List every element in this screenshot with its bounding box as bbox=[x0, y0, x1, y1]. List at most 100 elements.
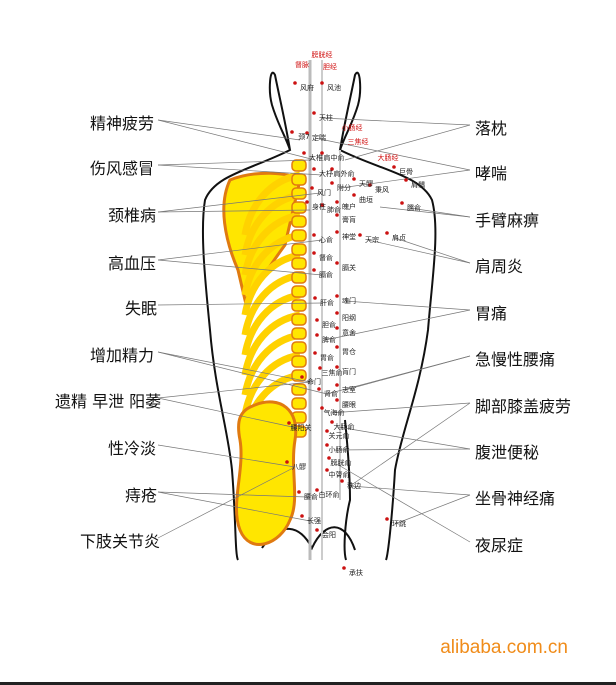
acupoint-label: 肾俞 bbox=[324, 390, 338, 398]
acupoint-label: 肝俞 bbox=[320, 299, 334, 307]
acupoint-label: 胆俞 bbox=[322, 321, 336, 329]
leader-line bbox=[334, 448, 471, 451]
acupoint-dot bbox=[315, 488, 319, 492]
vertebra bbox=[291, 285, 307, 298]
left-condition-label: 痔疮 bbox=[125, 486, 158, 505]
acupoint-dot bbox=[335, 261, 339, 265]
right-condition-label: 手臂麻痹 bbox=[475, 211, 540, 230]
acupoint-dot bbox=[305, 200, 309, 204]
acupoint-label: 小肠俞 bbox=[328, 446, 350, 454]
leader-line bbox=[157, 444, 296, 468]
acupoint-label: 魄户 bbox=[342, 203, 356, 211]
acupoint-label: 天髎 bbox=[359, 180, 373, 188]
acupoint-dot bbox=[404, 178, 408, 182]
acupoint-dot bbox=[315, 318, 319, 322]
acupoint-label: 督俞 bbox=[319, 254, 333, 262]
acupoint-dot bbox=[297, 490, 301, 494]
leader-line bbox=[157, 159, 311, 166]
frame-border bbox=[0, 682, 616, 685]
leader-line bbox=[394, 494, 471, 525]
acupoint-label: 大肠俞 bbox=[333, 423, 355, 431]
acupoint-dot bbox=[330, 420, 334, 424]
acupoint-dot bbox=[320, 406, 324, 410]
acupoint-dot bbox=[385, 517, 389, 521]
right-condition-label: 胃痛 bbox=[475, 304, 508, 323]
leader-line bbox=[157, 119, 316, 161]
leader-line bbox=[334, 462, 471, 543]
leader-line bbox=[321, 117, 471, 126]
rib bbox=[241, 311, 301, 376]
acupoint-dot bbox=[312, 111, 316, 115]
acupoint-dot bbox=[293, 81, 297, 85]
right-condition-label: 哮喘 bbox=[475, 164, 508, 183]
right-condition-label: 急慢性腰痛 bbox=[475, 350, 556, 369]
acupoint-dot bbox=[335, 294, 339, 298]
right-condition-label: 腹泄便秘 bbox=[475, 443, 540, 462]
acupoint-label: 腰阳关 bbox=[290, 424, 312, 432]
vertebra bbox=[291, 299, 307, 312]
leader-line bbox=[157, 192, 321, 213]
acupoint-dot bbox=[335, 345, 339, 349]
leader-line bbox=[157, 466, 296, 539]
rib bbox=[241, 251, 301, 316]
acupoint-dot bbox=[342, 566, 346, 570]
rib bbox=[241, 171, 301, 236]
acupoint-dot bbox=[385, 231, 389, 235]
acupoint-dot bbox=[335, 365, 339, 369]
acupoint-label: 定喘 bbox=[312, 134, 326, 142]
acupoint-dot bbox=[290, 130, 294, 134]
acupoint-dot bbox=[335, 213, 339, 217]
leader-line bbox=[157, 491, 308, 498]
vertebra bbox=[291, 271, 307, 284]
acupoint-label: 天宗 bbox=[365, 236, 379, 244]
acupoint-label: 天柱 bbox=[319, 114, 333, 122]
left-condition-label: 遗精 早泄 阳萎 bbox=[55, 392, 162, 411]
acupoint-dot bbox=[340, 479, 344, 483]
acupoint-dot bbox=[310, 186, 314, 190]
leader-line bbox=[344, 124, 471, 161]
acupoint-label: 命门 bbox=[307, 378, 321, 386]
acupoint-dot bbox=[315, 528, 319, 532]
leader-line bbox=[349, 485, 471, 496]
vertebra bbox=[291, 243, 307, 256]
acupoint-dot bbox=[330, 167, 334, 171]
left-condition-label: 高血压 bbox=[108, 254, 157, 273]
leader-line bbox=[329, 402, 471, 414]
acupoint-label: 风门 bbox=[317, 189, 331, 197]
leader-line bbox=[367, 239, 471, 264]
leader-line bbox=[344, 300, 471, 311]
acupoint-label: 膈俞 bbox=[319, 271, 333, 279]
rib bbox=[241, 211, 301, 276]
leader-line bbox=[314, 137, 471, 171]
vertebra bbox=[291, 215, 307, 228]
acupoint-label: 长强 bbox=[307, 517, 321, 525]
acupoint-dot bbox=[305, 131, 309, 135]
acupoint-label: 肩髃 bbox=[411, 181, 425, 189]
rib bbox=[241, 351, 301, 416]
acupoint-dot bbox=[312, 251, 316, 255]
watermark: alibaba.com.cn bbox=[440, 637, 568, 658]
acupoint-label: 会阳 bbox=[322, 531, 336, 539]
leader-line bbox=[349, 402, 471, 487]
leader-line bbox=[157, 351, 328, 395]
acupoint-dot bbox=[300, 514, 304, 518]
acupoint-dot bbox=[352, 177, 356, 181]
acupoint-label: 肺俞 bbox=[327, 206, 341, 214]
leader-line bbox=[157, 351, 311, 383]
vertebra bbox=[291, 327, 307, 340]
acupoint-label: 肩贞 bbox=[392, 234, 406, 242]
leader-line bbox=[157, 209, 311, 213]
vertebra bbox=[291, 257, 307, 270]
leader-line bbox=[324, 309, 471, 341]
acupoint-label: 意舍 bbox=[342, 329, 356, 337]
acupoint-dot bbox=[320, 151, 324, 155]
right-condition-label: 脚部膝盖疲劳 bbox=[475, 397, 572, 416]
acupoint-dot bbox=[317, 387, 321, 391]
leader-line bbox=[409, 207, 471, 218]
rib bbox=[241, 191, 301, 256]
acupoint-dot bbox=[302, 151, 306, 155]
meridian-label: 小肠经 bbox=[341, 124, 363, 132]
acupoint-dot bbox=[352, 193, 356, 197]
